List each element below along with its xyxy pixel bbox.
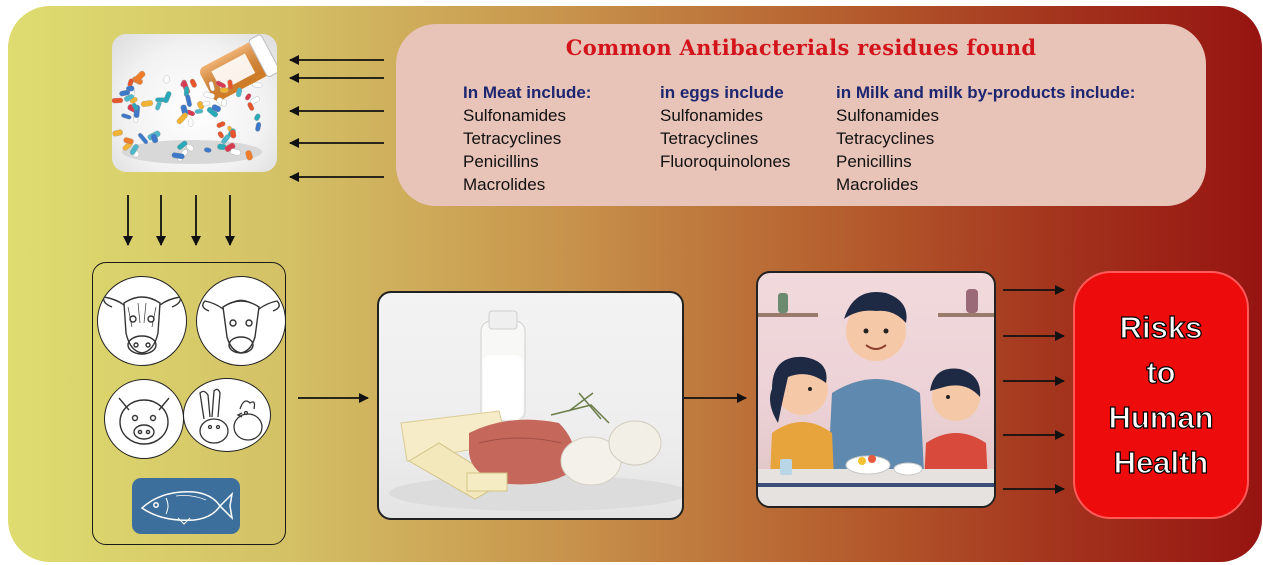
arrows-layer	[0, 0, 1263, 565]
